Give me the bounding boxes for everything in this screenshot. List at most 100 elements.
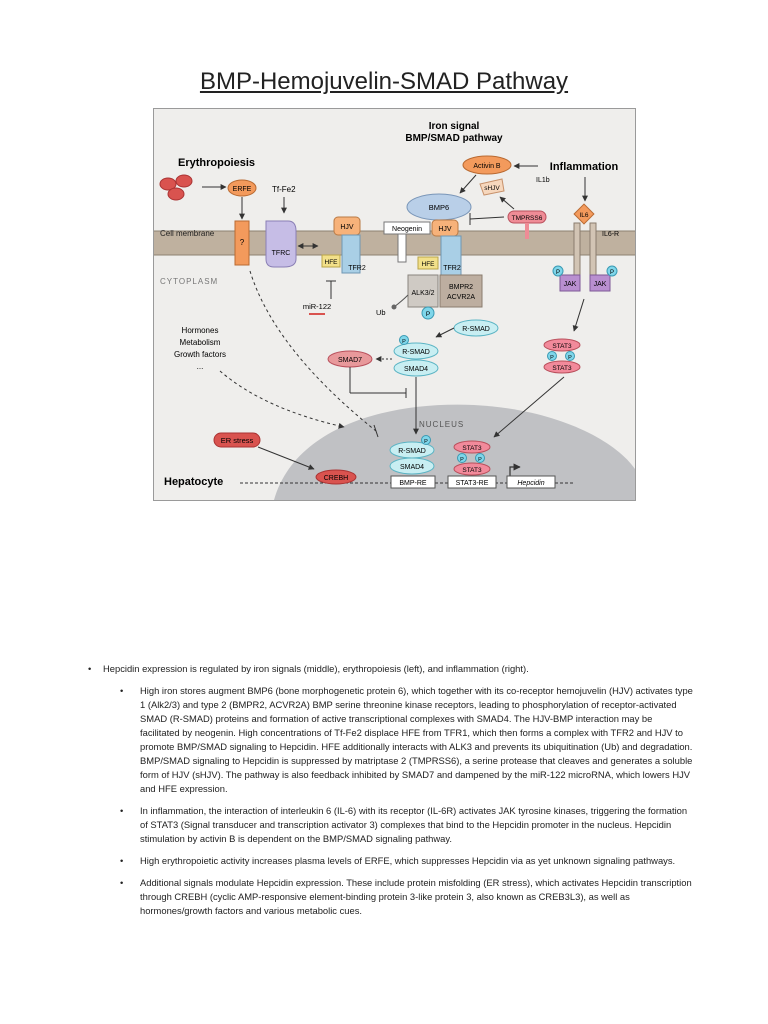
page-title: BMP-Hemojuvelin-SMAD Pathway [199,68,569,95]
hormones-label-line2: Metabolism [180,338,221,347]
stat3-node [543,338,581,352]
p-label-stat3-n-left: P [460,457,464,463]
cell-membrane-label: Cell membrane [160,229,215,238]
hormones-label-line4: ... [197,362,204,371]
alk32-node [407,274,439,308]
phospho-badge [457,453,467,463]
il6r-label: IL6-R [602,231,619,238]
jak-left-node [559,274,581,292]
hepatocyte-label: Hepatocyte [164,476,223,488]
tmprss6-label: TMPRSS6 [512,215,543,222]
bullet-inflammation: In inflammation, the interaction of inte… [88,804,693,846]
stat3-node [453,440,491,454]
mir122-label: miR-122 [303,302,331,311]
phospho-badge [547,351,557,361]
rsmad-label: R-SMAD [462,326,490,333]
erfe-node [227,179,257,197]
shjv-label: sHJV [484,185,500,192]
er-stress-label: ER stress [221,436,254,445]
unknown-receptor-label: ? [240,238,245,247]
il6r-left-chain [573,222,581,276]
hjv-left-label: HJV [340,224,354,231]
p-label-stat3-n-right: P [478,457,482,463]
bmp-re-label: BMP-RE [399,480,427,487]
nucleus-label: NUCLEUS [419,420,464,429]
figure-header-line2: BMP/SMAD pathway [405,133,503,144]
bullet-overview: Hepcidin expression is regulated by iron… [88,662,693,676]
tfr2-center-label: TFR2 [443,265,461,272]
smad7-label: SMAD7 [338,357,362,364]
p-label-stat3-left: P [550,355,554,361]
p-label-rsmad: P [402,339,406,345]
hfe-center-label: HFE [422,261,436,268]
p-label-jak-left: P [556,270,560,276]
hfe-left-node [321,254,341,268]
tfrc-label: TFRC [272,250,291,257]
activin-b-node [462,155,512,175]
unknown-receptor [234,220,250,266]
erfe-label: ERFE [233,186,252,193]
phospho-badge [421,306,435,320]
smad4-node [393,359,439,377]
hfe-center-node [417,256,439,270]
tf-fe2-label: Tf-Fe2 [272,185,296,194]
stat3-node [453,462,491,476]
hepcidin-label: Hepcidin [517,480,544,487]
phospho-badge [565,351,575,361]
phospho-badge [606,265,618,277]
jak-left-label: JAK [564,281,577,288]
phospho-badge [552,265,564,277]
hepcidin-gene [506,475,556,489]
bullet-iron-signal: High iron stores augment BMP6 (bone morp… [88,684,693,796]
erythropoiesis-label: Erythropoiesis [178,157,255,169]
inflammation-label: Inflammation [550,161,619,173]
shjv-node [479,178,505,196]
phospho-badge [399,335,409,345]
il6-label: IL6 [579,212,588,219]
bmpr2-label-line1: BMPR2 [449,284,473,291]
il6r-right-chain [589,222,597,276]
tfrc-receptor [265,220,297,268]
crebh-label: CREBH [324,475,349,482]
stat3-b-label: STAT3 [552,365,572,372]
rsmad-p-label: R-SMAD [402,349,430,356]
rsmad-node [393,342,439,360]
neogenin-node [383,221,431,235]
neogenin-label: Neogenin [392,226,422,233]
phospho-badge [475,453,485,463]
bmp6-label: BMP6 [429,203,449,212]
p-label-jak-right: P [610,270,614,276]
stat3-n-b-label: STAT3 [462,467,482,474]
stat3-a-label: STAT3 [552,343,572,350]
smad4-node [389,457,435,475]
p-label-rsmad-n: P [424,439,428,445]
activin-b-label: Activin B [473,163,501,170]
crebh-node [315,469,357,485]
p-label-receptor: P [426,311,430,318]
phospho-badge [421,435,431,445]
hjv-center-label: HJV [438,226,452,233]
hormones-label-line1: Hormones [182,326,219,335]
stat3-n-a-label: STAT3 [462,445,482,452]
il1b-label: IL1b [536,177,550,184]
tfr2-left-label: TFR2 [348,265,366,272]
figure-header-line1: Iron signal [429,121,480,132]
tfr2-left-node [341,234,361,274]
jak-right-node [589,274,611,292]
stat3-node [543,360,581,374]
smad4-n-label: SMAD4 [400,464,424,471]
bullet-additional-signals: Additional signals modulate Hepcidin exp… [88,876,693,918]
pathway-figure: NUCLEUS Cell membrane CYTOPLASM Iron sig… [153,108,636,501]
jak-right-label: JAK [594,281,607,288]
il6-node [573,203,595,225]
p-label-stat3-right: P [568,355,572,361]
bmpr2-label-line2: ACVR2A [447,294,475,301]
rsmad-n-label: R-SMAD [398,448,426,455]
bmpr2-acvr2a-node [439,274,483,308]
er-stress-node [213,432,261,448]
bmp-re-element [390,475,436,489]
bullet-erythropoiesis: High erythropoietic activity increases p… [88,854,693,868]
cell-membrane [154,230,635,256]
notes-list: Hepcidin expression is regulated by iron… [88,662,693,926]
ub-label: Ub [376,308,386,317]
